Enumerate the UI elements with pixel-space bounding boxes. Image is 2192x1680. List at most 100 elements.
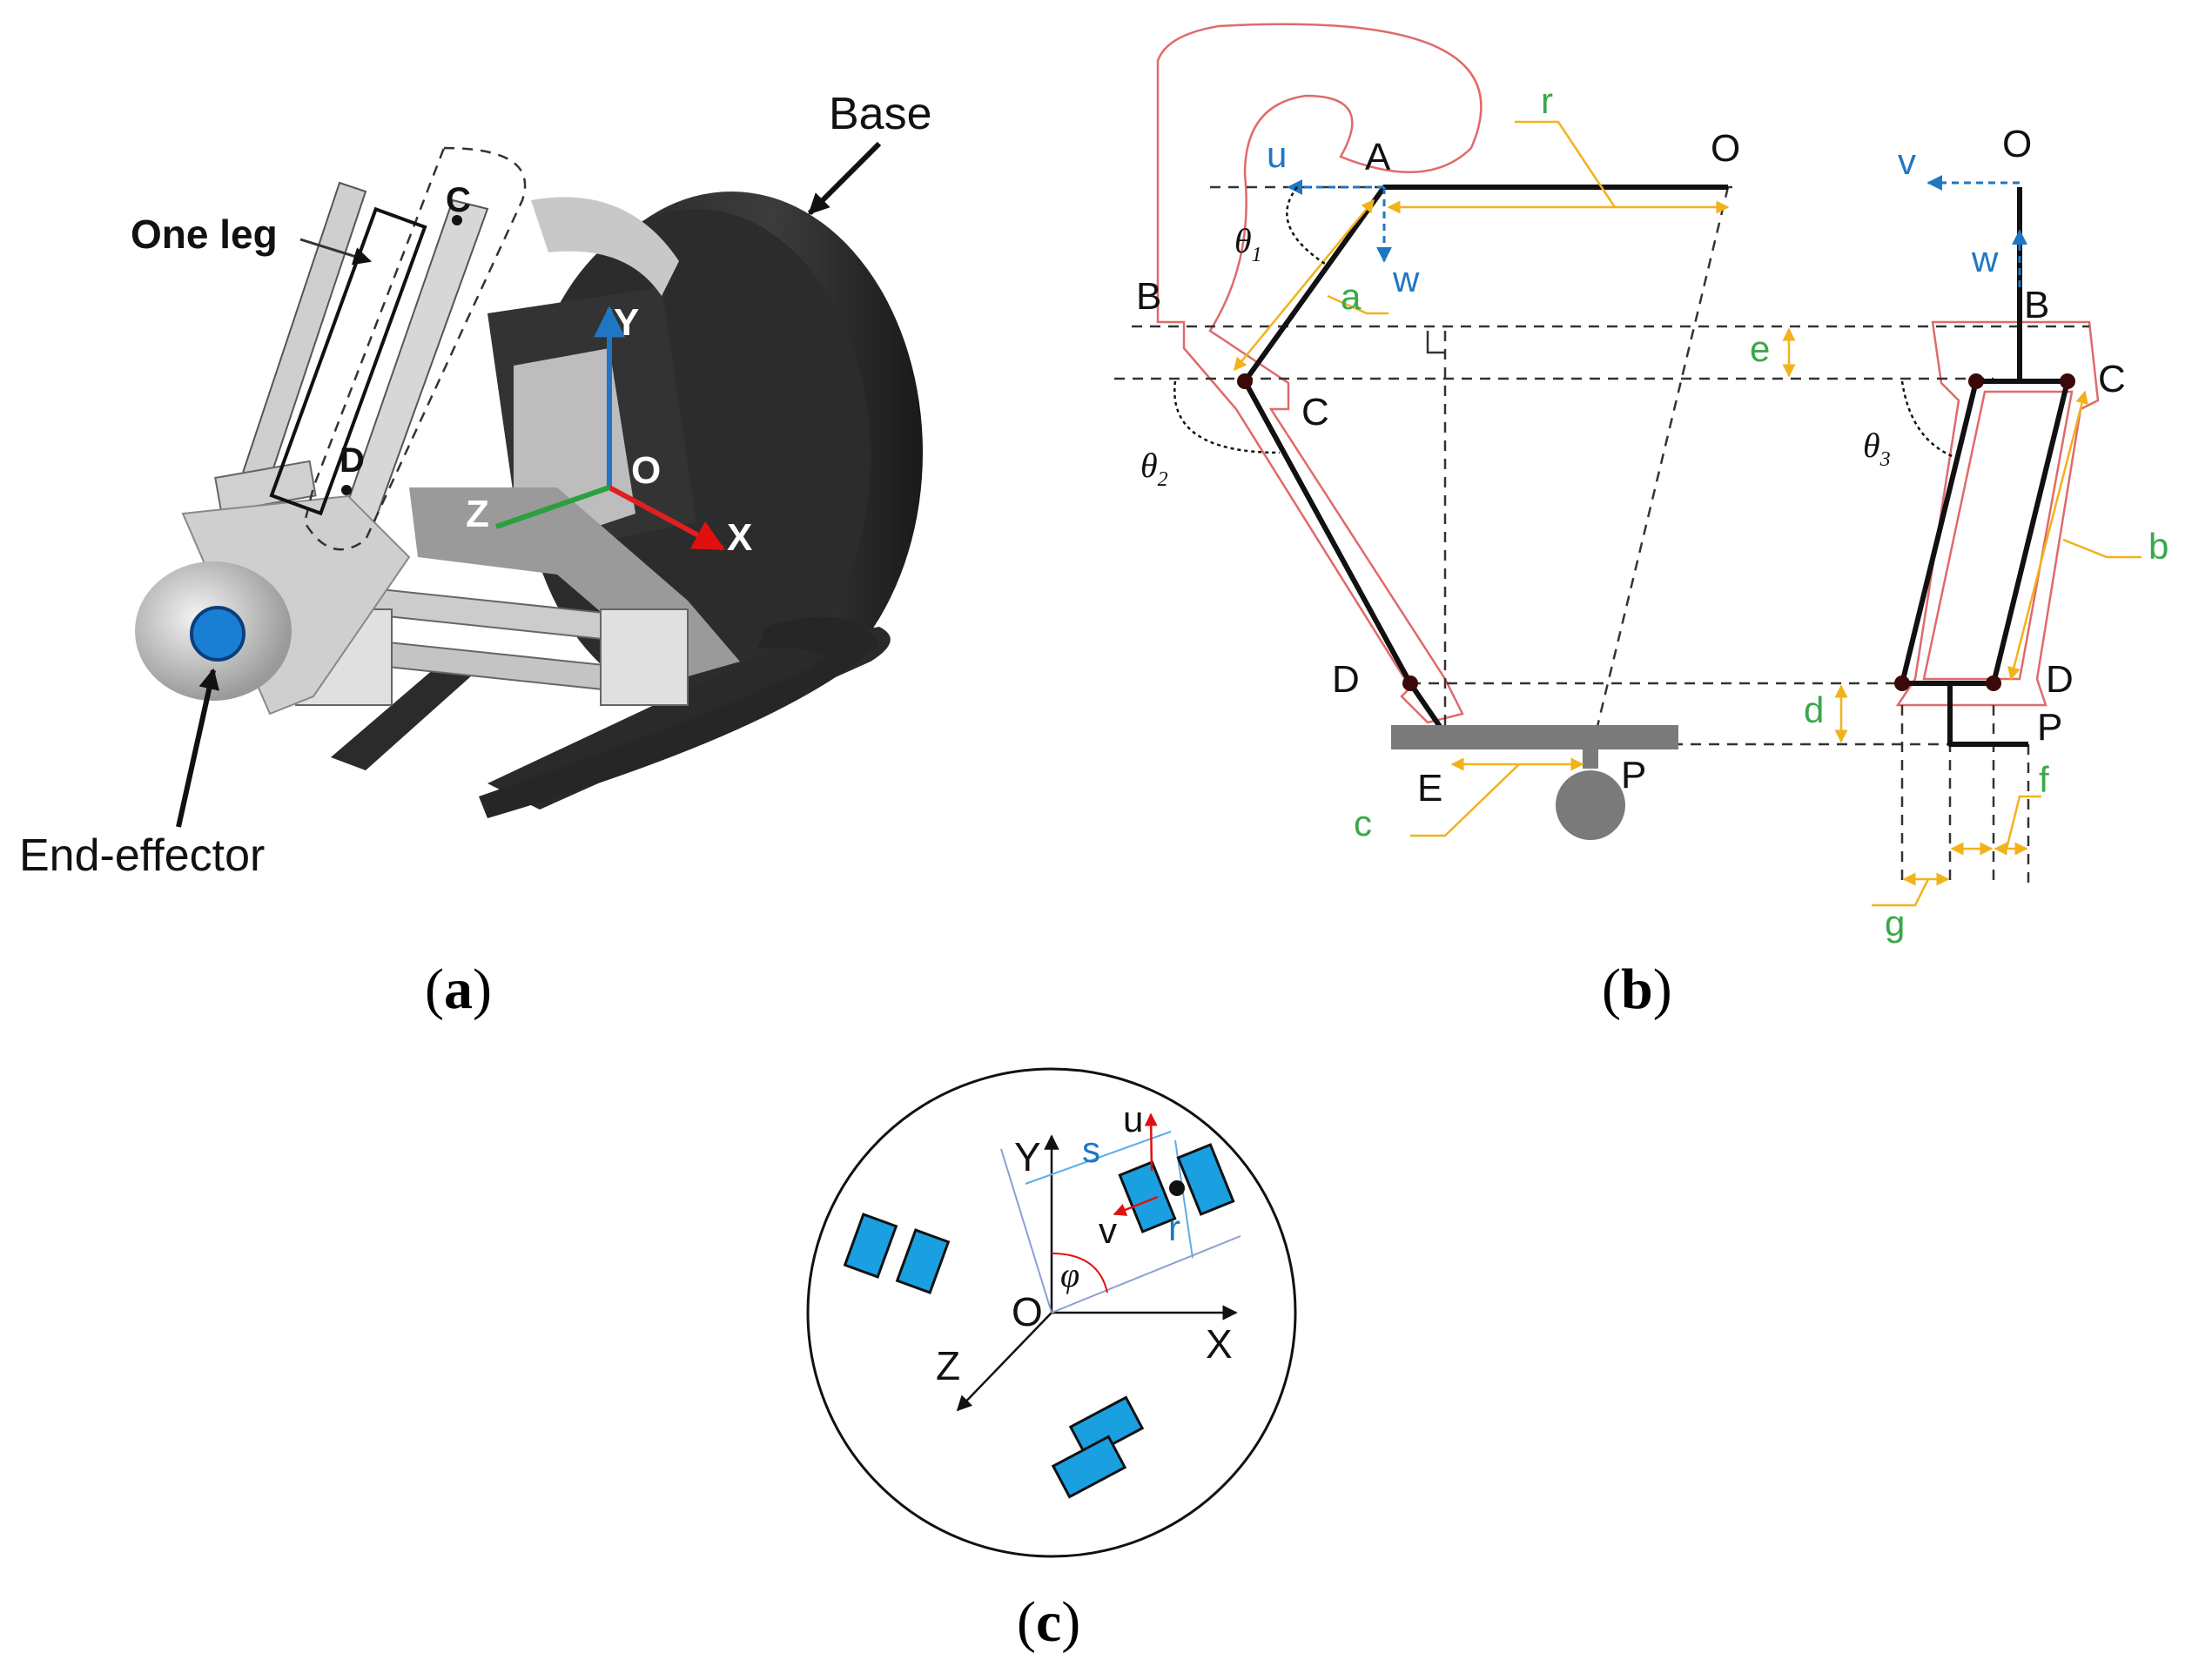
axis-x-label: X <box>727 516 752 559</box>
point-c-dot <box>452 215 462 225</box>
z-axis <box>495 485 610 529</box>
floor-leg <box>331 653 487 770</box>
leg-highlight-box <box>269 206 427 516</box>
dim-label-g: g <box>1885 903 1905 944</box>
label-C2: C <box>2098 358 2126 400</box>
dim-c-leader <box>1410 763 1520 837</box>
end-effector-label: End-effector <box>19 830 265 881</box>
c-label-u: u <box>1123 1099 1143 1139</box>
dash-vert-o <box>1591 186 1730 745</box>
c-label-o: O <box>1012 1289 1043 1334</box>
label-C: C <box>1301 391 1329 433</box>
theta3-arc <box>1900 380 1955 459</box>
theta2-label: θ2 <box>1140 446 1168 491</box>
label-P2: P <box>2037 706 2062 749</box>
dim-b-leader <box>2062 538 2142 559</box>
caption-b: (b) <box>1602 958 1672 1021</box>
leg-right-ep <box>1947 683 2028 747</box>
c-label-v: v <box>1099 1210 1117 1251</box>
leg-right-rod1 <box>1900 380 1979 684</box>
point-d-label: D <box>340 441 365 480</box>
panel-a: C D Y X Z O Base One leg End-effector <box>19 89 932 881</box>
dim-a-leader <box>1327 294 1388 315</box>
c-label-z: Z <box>936 1343 960 1388</box>
panel-c: Y X Z O u v s r φ <box>806 1067 1297 1558</box>
ball-stem <box>1583 749 1598 769</box>
label-w: w <box>1392 259 1420 299</box>
block-1b <box>895 1228 951 1294</box>
base-label: Base <box>829 89 932 139</box>
label-v: v <box>1898 141 1916 182</box>
dim-f-leader <box>2005 795 2041 850</box>
origin-label: O <box>631 449 661 492</box>
theta2-arc <box>1173 380 1281 454</box>
joints <box>1237 373 2075 691</box>
theta1-label: θ1 <box>1234 221 1262 266</box>
theta3-label: θ3 <box>1863 426 1891 471</box>
block-3a <box>1068 1395 1145 1460</box>
upper-arc-link <box>531 197 679 296</box>
label-D2: D <box>2046 658 2074 701</box>
c-blocks <box>843 1143 1235 1499</box>
dim-r-leader <box>1515 120 1617 208</box>
block-2b <box>1176 1143 1235 1216</box>
dim-label-r: r <box>1541 80 1553 121</box>
label-O: O <box>1711 127 1740 170</box>
label-P: P <box>1621 754 1646 796</box>
c-label-phi: φ <box>1060 1255 1079 1294</box>
label-u: u <box>1267 134 1287 175</box>
dim-g-leader <box>1872 878 1930 907</box>
c-leg-center <box>1169 1180 1185 1196</box>
c-phi-arc <box>1051 1253 1108 1294</box>
block-1a <box>843 1213 898 1279</box>
point-d-dot <box>341 485 352 495</box>
point-c-label: C <box>446 181 471 219</box>
leg-rods <box>214 181 689 706</box>
one-leg-outline <box>303 146 527 551</box>
one-leg-pointer <box>299 238 373 265</box>
end-effector-arrow <box>176 668 220 828</box>
label-D: D <box>1332 658 1360 701</box>
dim-a <box>1234 198 1375 372</box>
c-label-s: s <box>1082 1129 1100 1170</box>
end-effector-marker <box>190 606 245 662</box>
label-B2: B <box>2024 284 2049 326</box>
leg-right-rod2 <box>1991 380 2070 684</box>
x-axis <box>608 485 726 551</box>
block-3b <box>1051 1435 1127 1499</box>
axis-z-label: Z <box>466 493 489 535</box>
dim-label-e: e <box>1750 328 1770 369</box>
leg-left <box>1242 185 1728 747</box>
label-O2: O <box>2002 123 2032 165</box>
dim-b <box>2007 390 2088 681</box>
c-s-ref <box>1000 1148 1052 1314</box>
dim-label-b: b <box>2148 526 2168 567</box>
c-z-axis <box>956 1312 1052 1412</box>
c-label-x: X <box>1206 1321 1233 1367</box>
axis-y-label: Y <box>614 301 639 344</box>
dim-label-f: f <box>2039 759 2049 800</box>
label-A: A <box>1365 136 1391 178</box>
c-label-y: Y <box>1014 1134 1041 1179</box>
dim-label-d: d <box>1804 689 1824 730</box>
c-s-dim <box>1025 1131 1172 1185</box>
ball <box>1556 770 1625 840</box>
label-B: B <box>1136 275 1161 318</box>
platform <box>1391 725 1678 749</box>
dim-label-a: a <box>1341 276 1362 317</box>
base-arrow <box>807 141 882 216</box>
link-inner-right <box>1922 390 2074 681</box>
caption-c: (c) <box>1017 1590 1080 1654</box>
cable <box>479 616 879 818</box>
one-leg-label: One leg <box>131 212 278 257</box>
link-outline-left <box>1156 23 1483 724</box>
label-w2: w <box>1971 239 1999 279</box>
label-E: E <box>1417 767 1442 810</box>
c-u-arrow <box>1144 1112 1158 1172</box>
dim-label-c: c <box>1354 803 1372 843</box>
caption-a: (a) <box>425 958 492 1021</box>
c-label-r: r <box>1168 1207 1180 1248</box>
panel-b: A O B C D E P O B C D P u w v w r a b c … <box>1114 23 2168 944</box>
theta1-arc <box>1286 186 1328 267</box>
